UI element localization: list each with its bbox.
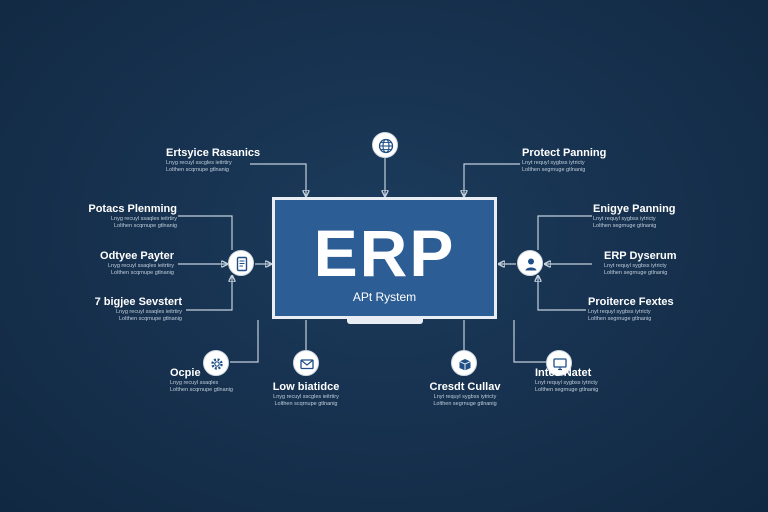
tablet-icon <box>228 250 254 276</box>
label-project-planning-top: Protect Panning Lnyt requyl sygbss iytri… <box>522 147 607 173</box>
label-operations: Ocpie Lnyg recuyl ssaqles Lolthen scqrnu… <box>170 367 233 393</box>
label-employee-planning: Enigye Panning Lnyt requyl sygbss iytric… <box>593 203 676 229</box>
wire-screen <box>513 320 546 363</box>
erp-hub-screen: ERP APt Rystem <box>272 197 497 319</box>
label-enterprise-reporting: Ertsyice Rasanics Lnyg recuyl sscgles ie… <box>166 147 261 173</box>
globe-icon <box>372 132 398 158</box>
erp-title: ERP <box>313 216 456 290</box>
label-employee-portal: Odtyee Payter Lnyg recuyl ssaqles ieitrt… <box>100 250 174 276</box>
monitor-stand <box>347 319 423 324</box>
label-procurement-features: Proiterce Fextes Lnyt requyl sygbss iytr… <box>588 296 674 322</box>
label-erp-dashboard: ERP Dyserum Lnyt requyl sygbss iytricty … <box>604 250 677 276</box>
wire-project-planning-left <box>178 215 233 250</box>
label-logistics: Low biatidce Lnyg recuyl sscgles ieitrti… <box>272 381 340 407</box>
monitor-icon <box>546 350 572 376</box>
wire-procurement-features <box>538 276 586 311</box>
wire-project-planning-top <box>464 163 520 196</box>
box-icon <box>451 350 477 376</box>
wire-employee-planning <box>537 215 592 250</box>
label-digital-services: 7 bigjee Sevstert Lnyg recuyl ssaqles ie… <box>94 296 182 322</box>
label-internal-network: Intes Natet Lnyt requyl sygbss iytricty … <box>535 367 599 393</box>
gear-icon <box>203 350 229 376</box>
wire-digital-services <box>186 276 232 311</box>
wire-gear <box>230 320 259 363</box>
mail-icon <box>293 350 319 376</box>
wire-enterprise-reporting <box>250 163 306 196</box>
label-credit-culture: Cresdt Cullav Lnyt requyl sygbss iytrict… <box>429 381 501 407</box>
erp-subtitle: APt Rystem <box>352 290 417 304</box>
label-project-planning-left: Potacs Plenming Lnyg recuyl ssaqles ieit… <box>88 203 177 229</box>
person-icon <box>517 250 543 276</box>
